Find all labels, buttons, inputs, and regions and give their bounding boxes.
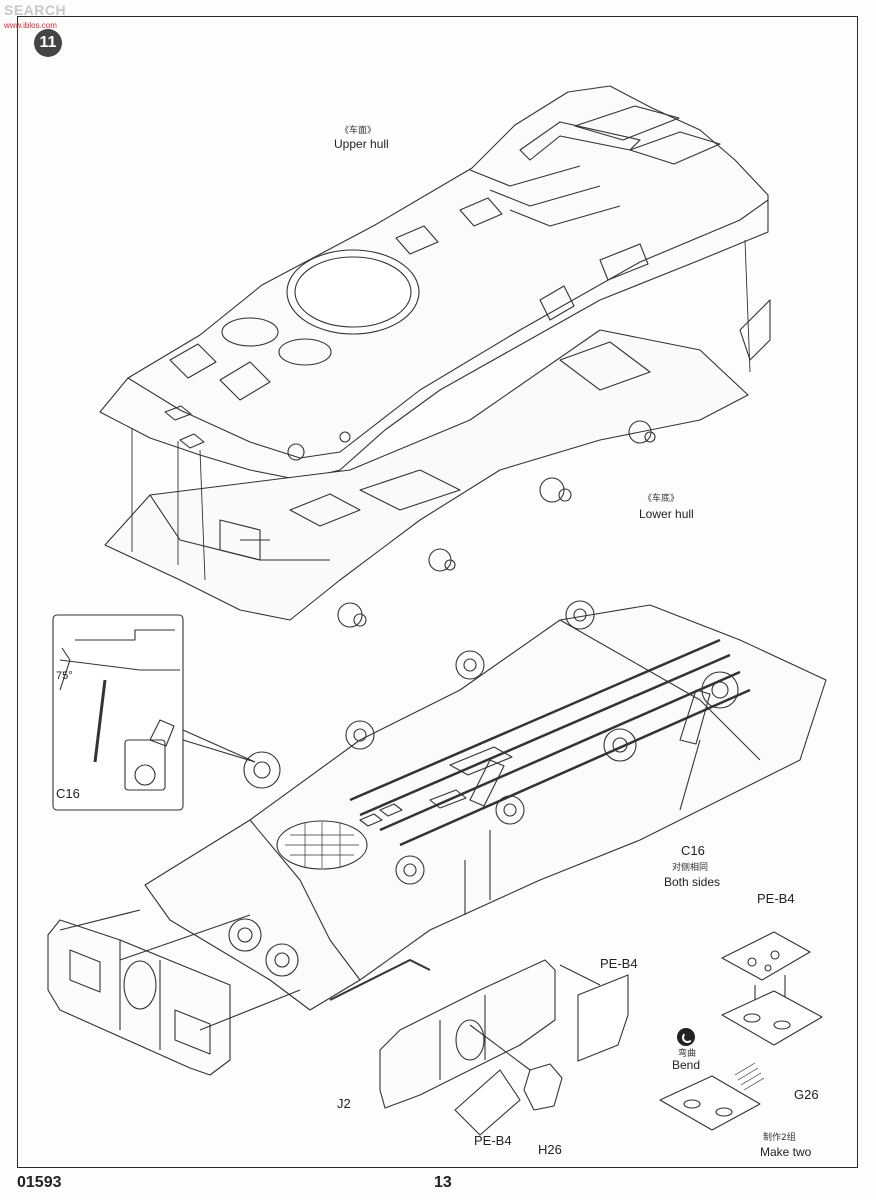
watermark-url: www.iblos.com — [4, 21, 57, 30]
part-label-g26: G26 — [794, 1087, 819, 1102]
lower-hull-drawing — [104, 329, 749, 628]
upper-hull-drawing — [99, 85, 771, 481]
lower-hull-label-zh: 《车底》 — [642, 494, 679, 504]
page-number: 13 — [434, 1174, 452, 1191]
kit-number: 01593 — [17, 1174, 62, 1191]
both-sides-label: Both sides — [664, 875, 721, 889]
sub-assembly-drawing — [659, 931, 823, 1131]
bend-label-zh: 弯曲 — [678, 1049, 697, 1059]
bend-arrow-icon — [677, 1028, 695, 1046]
make-two-label-zh: 制作2组 — [763, 1133, 796, 1143]
bend-label: Bend — [672, 1058, 701, 1072]
part-label-j2: J2 — [337, 1096, 351, 1111]
inset-detail — [52, 614, 256, 811]
rear-plate-drawing — [47, 909, 301, 1076]
part-label-h26: H26 — [538, 1142, 562, 1157]
part-label-pe-b4-mid: PE-B4 — [600, 956, 638, 971]
angle-label: 75° — [56, 670, 73, 682]
upper-hull-label: Upper hull — [334, 137, 389, 151]
page-frame — [17, 16, 858, 1168]
rear-door-drawing — [379, 959, 629, 1136]
make-two-label: Make two — [760, 1145, 812, 1159]
part-label-pe-b4-top: PE-B4 — [757, 891, 795, 906]
both-sides-label-zh: 对侧相同 — [672, 863, 709, 873]
part-label-pe-b4-bottom: PE-B4 — [474, 1133, 512, 1148]
lower-hull-label: Lower hull — [639, 507, 694, 521]
upper-hull-label-zh: 《车面》 — [339, 126, 376, 136]
assembly-arrows — [131, 239, 751, 581]
chassis-drawing — [144, 600, 827, 1011]
inset-part-label-c16: C16 — [56, 786, 80, 801]
watermark-text: SEARCH — [4, 2, 67, 18]
step-number-badge: 11 — [34, 29, 62, 57]
part-label-c16: C16 — [681, 843, 705, 858]
